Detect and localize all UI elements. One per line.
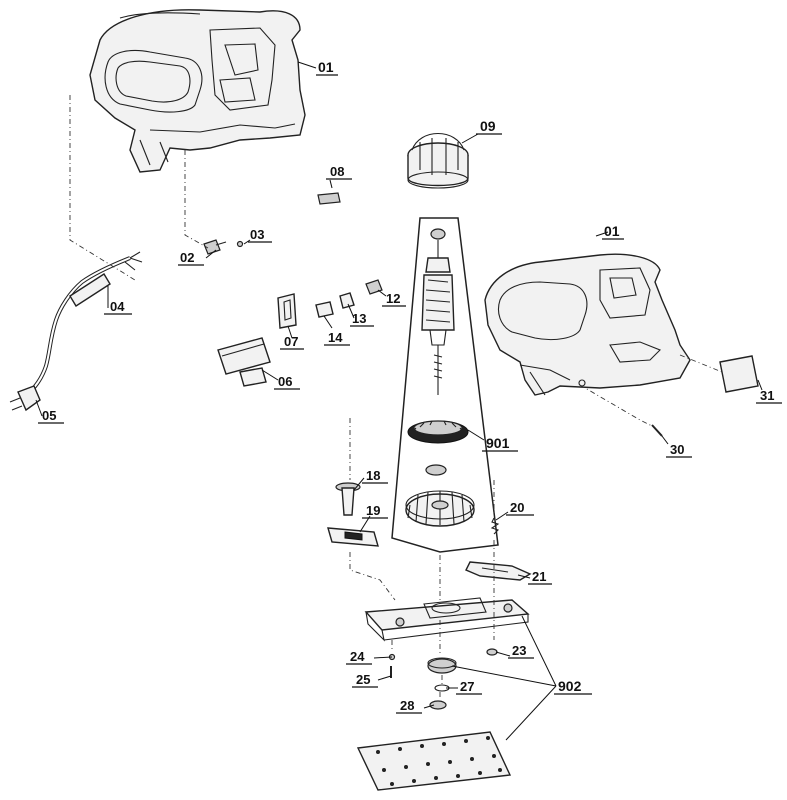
label-21: 21 xyxy=(532,569,546,584)
callout-08: 08 xyxy=(326,164,352,180)
label-27: 27 xyxy=(460,679,474,694)
label-06: 06 xyxy=(278,374,292,389)
label-20: 20 xyxy=(510,500,524,515)
switch-part-07 xyxy=(277,293,297,329)
callout-12: 12 xyxy=(382,291,406,307)
label-04: 04 xyxy=(110,299,125,314)
callout-19: 19 xyxy=(362,503,388,519)
label-19: 19 xyxy=(366,503,380,518)
label-13: 13 xyxy=(352,311,366,326)
plug xyxy=(9,385,41,412)
label-03: 03 xyxy=(250,227,264,242)
bearing-part-26 xyxy=(427,657,457,674)
bearing xyxy=(425,464,447,476)
callout-04: 04 xyxy=(104,299,132,315)
fan-housing-part-09 xyxy=(407,132,469,189)
callout-21: 21 xyxy=(528,569,552,585)
callout-20: 20 xyxy=(506,500,534,516)
callout-07: 07 xyxy=(280,334,304,350)
label-28: 28 xyxy=(400,698,414,713)
callout-02: 02 xyxy=(178,250,204,266)
callout-09: 09 xyxy=(476,118,502,135)
callout-25: 25 xyxy=(352,672,378,688)
capacitor-part-06 xyxy=(217,337,271,387)
label-plate-part-31 xyxy=(719,355,759,393)
spring-part-20 xyxy=(490,517,500,535)
base-plate xyxy=(364,597,530,642)
label-901: 901 xyxy=(486,435,510,451)
label-08: 08 xyxy=(330,164,344,179)
label-30: 30 xyxy=(670,442,684,457)
callout-01-right: 01 xyxy=(602,223,624,240)
callout-23: 23 xyxy=(508,643,534,659)
part-21 xyxy=(465,561,532,581)
screw-part-02 xyxy=(203,239,227,255)
assembly-lines xyxy=(69,95,723,700)
part-23 xyxy=(486,648,498,656)
sanding-pad xyxy=(356,731,512,791)
label-31: 31 xyxy=(760,388,774,403)
part-19 xyxy=(327,527,379,547)
label-23: 23 xyxy=(512,643,526,658)
label-24: 24 xyxy=(350,649,365,664)
label-14: 14 xyxy=(328,330,343,345)
label-01-top: 01 xyxy=(318,59,334,75)
label-05: 05 xyxy=(42,408,56,423)
leader-lines xyxy=(35,61,763,741)
part-12 xyxy=(365,279,383,295)
screw-part-30 xyxy=(651,424,663,437)
callout-901: 901 xyxy=(482,435,518,452)
nut-part-28 xyxy=(429,700,447,710)
callout-01-top: 01 xyxy=(316,59,338,76)
armature-assembly-frame xyxy=(391,217,499,553)
label-25: 25 xyxy=(356,672,370,687)
label-12: 12 xyxy=(386,291,400,306)
callout-28: 28 xyxy=(396,698,422,714)
part-13 xyxy=(339,292,355,309)
callout-05: 05 xyxy=(38,408,64,424)
callout-13: 13 xyxy=(350,311,374,327)
part-03 xyxy=(236,240,244,248)
label-07: 07 xyxy=(284,334,298,349)
callout-03: 03 xyxy=(248,227,272,243)
housing-right-half xyxy=(484,253,691,396)
part-14 xyxy=(315,301,334,318)
housing-left-half xyxy=(89,9,306,173)
callout-27: 27 xyxy=(456,679,482,695)
cooling-fan xyxy=(405,490,475,527)
callout-30: 30 xyxy=(666,442,692,458)
label-09: 09 xyxy=(480,118,496,134)
power-cord xyxy=(28,251,143,394)
label-18: 18 xyxy=(366,468,380,483)
label-02: 02 xyxy=(180,250,194,265)
gear-wheel xyxy=(407,420,469,444)
callout-31: 31 xyxy=(756,388,782,404)
callout-902: 902 xyxy=(554,678,592,695)
label-01-right: 01 xyxy=(604,223,620,239)
callout-18: 18 xyxy=(362,468,388,484)
callout-24: 24 xyxy=(346,649,372,665)
callout-06: 06 xyxy=(274,374,300,390)
callout-14: 14 xyxy=(324,330,350,346)
armature xyxy=(421,228,455,395)
part-18 xyxy=(335,482,361,516)
carbon-brush-part-08 xyxy=(317,192,341,205)
label-902: 902 xyxy=(558,678,582,694)
